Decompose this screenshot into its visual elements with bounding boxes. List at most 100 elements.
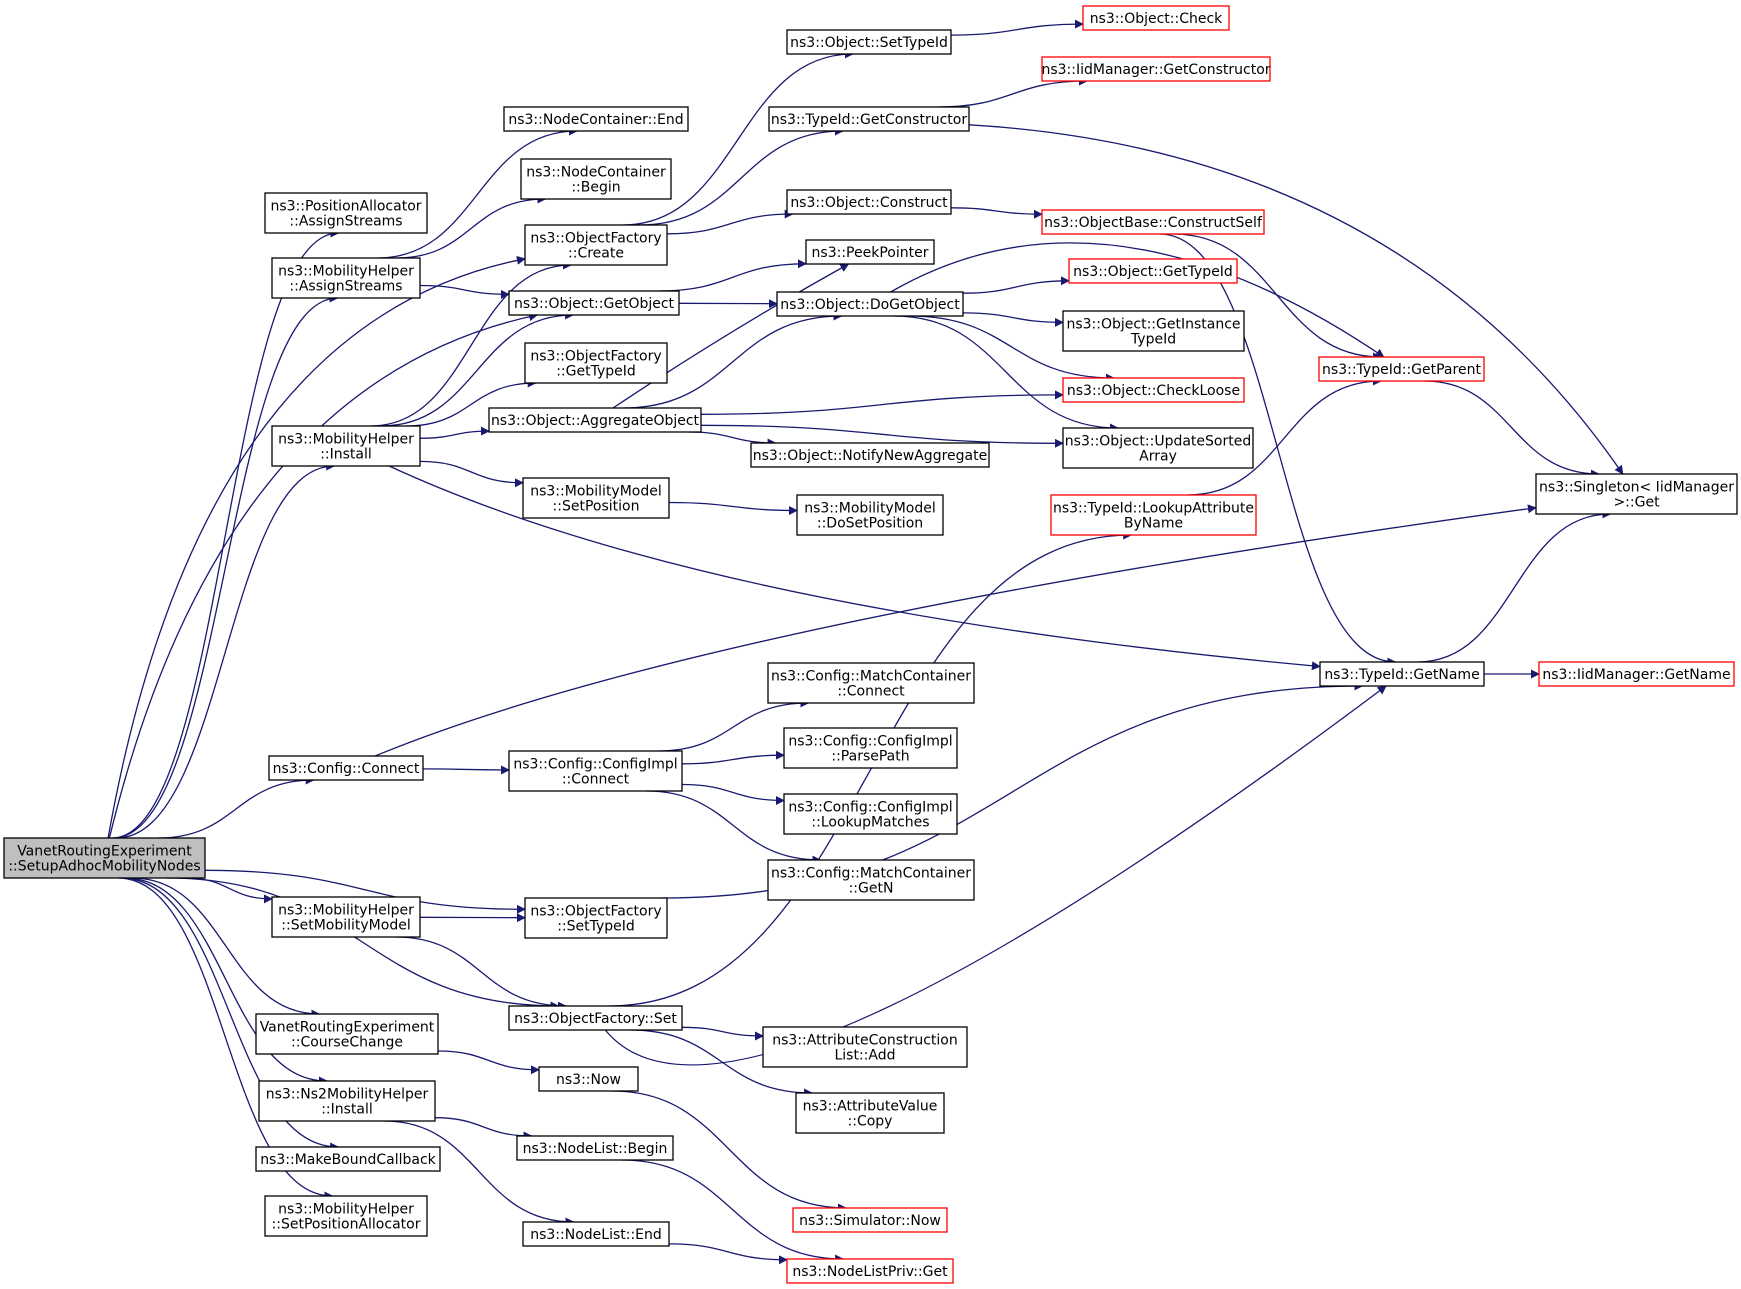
node-label: ns3::Object::CheckLoose xyxy=(1067,383,1240,399)
node-box xyxy=(522,477,670,519)
node-tid_getctor[interactable]: ns3::TypeId::GetConstructor xyxy=(768,106,970,132)
node-label: ns3::Config::Connect xyxy=(273,761,420,777)
node-av_copy[interactable]: ns3::AttributeValue::Copy xyxy=(795,1092,945,1134)
node-root[interactable]: VanetRoutingExperiment::SetupAdhocMobili… xyxy=(3,837,206,879)
node-posalloc_assign[interactable]: ns3::PositionAllocator::AssignStreams xyxy=(264,192,428,234)
node-obj_getobject[interactable]: ns3::Object::GetObject xyxy=(508,290,680,316)
node-now[interactable]: ns3::Now xyxy=(538,1066,639,1092)
node-mh_assign[interactable]: ns3::MobilityHelper::AssignStreams xyxy=(271,257,421,299)
node-label: ns3::PositionAllocator xyxy=(270,199,421,215)
node-nc_end[interactable]: ns3::NodeContainer::End xyxy=(503,106,689,132)
node-obj_settypeid[interactable]: ns3::Object::SetTypeId xyxy=(786,29,952,55)
edge-of_set-to-av_copy xyxy=(630,1029,814,1098)
node-iid_getctor[interactable]: ns3::IidManager::GetConstructor xyxy=(1041,56,1271,82)
node-box xyxy=(271,425,421,467)
node-label: ns3::ObjectFactory::Set xyxy=(514,1011,677,1027)
node-label: ns3::NodeContainer xyxy=(526,165,666,181)
node-label: ns3::MobilityHelper xyxy=(278,903,414,919)
node-obj_checkloose[interactable]: ns3::Object::CheckLoose xyxy=(1062,377,1245,403)
node-cfgimpl_lookup[interactable]: ns3::Config::ConfigImpl::LookupMatches xyxy=(783,793,958,835)
node-obj_construct[interactable]: ns3::Object::Construct xyxy=(786,189,952,215)
node-mc_connect[interactable]: ns3::Config::MatchContainer::Connect xyxy=(767,662,975,704)
edge-mm_setpos-to-mm_dosetpos xyxy=(668,501,798,515)
node-box xyxy=(255,1013,439,1055)
edge-obj_aggregate-to-obj_updsorted xyxy=(700,424,1064,448)
node-label: ::AssignStreams xyxy=(289,214,402,230)
node-obj_gettypeid[interactable]: ns3::Object::GetTypeId xyxy=(1068,258,1238,284)
node-label: ::SetTypeId xyxy=(557,919,635,935)
node-cfgimpl_parse[interactable]: ns3::Config::ConfigImpl::ParsePath xyxy=(783,727,958,769)
node-nl_end[interactable]: ns3::NodeList::End xyxy=(522,1221,670,1247)
node-label: ns3::Object::NotifyNewAggregate xyxy=(753,448,987,464)
node-of_set[interactable]: ns3::ObjectFactory::Set xyxy=(508,1005,683,1031)
node-label: ns3::IidManager::GetName xyxy=(1542,667,1730,683)
node-peekpointer[interactable]: ns3::PeekPointer xyxy=(805,239,935,265)
node-mh_setpos[interactable]: ns3::MobilityHelper::SetPositionAllocato… xyxy=(264,1195,428,1237)
node-box xyxy=(264,1195,428,1237)
node-tid_getparent[interactable]: ns3::TypeId::GetParent xyxy=(1318,356,1485,382)
node-of_create[interactable]: ns3::ObjectFactory::Create xyxy=(524,224,668,266)
node-mc_getn[interactable]: ns3::Config::MatchContainer::GetN xyxy=(767,859,975,901)
node-label: ::Begin xyxy=(571,180,620,196)
node-mh_install[interactable]: ns3::MobilityHelper::Install xyxy=(271,425,421,467)
node-box xyxy=(258,1080,436,1122)
node-mm_setpos[interactable]: ns3::MobilityModel::SetPosition xyxy=(522,477,670,519)
node-box xyxy=(767,662,975,704)
node-box xyxy=(1041,56,1271,82)
node-label: ns3::NodeListPriv::Get xyxy=(792,1264,948,1280)
node-label: ns3::Now xyxy=(556,1072,621,1088)
node-obj_notify[interactable]: ns3::Object::NotifyNewAggregate xyxy=(750,442,990,468)
node-make_bound[interactable]: ns3::MakeBoundCallback xyxy=(255,1146,441,1172)
edge-now-to-sim_now xyxy=(612,1090,847,1213)
node-obj_aggregate[interactable]: ns3::Object::AggregateObject xyxy=(488,407,702,433)
edge-mh_install-to-of_gettypeid xyxy=(406,378,537,427)
node-box xyxy=(1535,473,1738,515)
edge-of_create-to-obj_settypeid xyxy=(622,49,854,226)
node-sim_now[interactable]: ns3::Simulator::Now xyxy=(792,1207,948,1233)
edge-cfg_connect-to-cfgimpl_connect xyxy=(422,765,510,775)
edge-root-to-make_bound xyxy=(120,877,340,1152)
node-label: ns3::MobilityHelper xyxy=(278,1202,414,1218)
edge-mh_assign-to-obj_getobject xyxy=(419,284,510,299)
node-box xyxy=(786,1258,954,1284)
node-of_settypeid[interactable]: ns3::ObjectFactory::SetTypeId xyxy=(524,897,668,939)
node-box xyxy=(786,29,952,55)
node-obj_check[interactable]: ns3::Object::Check xyxy=(1082,5,1230,31)
node-label: List::Add xyxy=(834,1048,895,1064)
node-mm_dosetpos[interactable]: ns3::MobilityModel::DoSetPosition xyxy=(796,494,944,536)
node-ns2_install[interactable]: ns3::Ns2MobilityHelper::Install xyxy=(258,1080,436,1122)
node-box xyxy=(783,727,958,769)
node-box xyxy=(271,257,421,299)
node-box xyxy=(520,158,672,200)
node-nlpriv_get[interactable]: ns3::NodeListPriv::Get xyxy=(786,1258,954,1284)
node-of_gettypeid[interactable]: ns3::ObjectFactory::GetTypeId xyxy=(524,342,668,384)
edge-vre_course-to-now xyxy=(437,1050,540,1075)
node-box xyxy=(538,1066,639,1092)
node-label: VanetRoutingExperiment xyxy=(17,844,192,860)
node-nl_begin[interactable]: ns3::NodeList::Begin xyxy=(516,1135,674,1161)
node-box xyxy=(1041,209,1265,235)
node-tid_getname[interactable]: ns3::TypeId::GetName xyxy=(1319,661,1485,687)
node-label: ns3::Object::GetTypeId xyxy=(1073,264,1233,280)
edge-root-to-ns2_install xyxy=(124,877,328,1086)
node-box xyxy=(1538,661,1735,687)
node-cfgimpl_connect[interactable]: ns3::Config::ConfigImpl::Connect xyxy=(508,750,683,792)
edge-tid_getctor-to-singleton_get xyxy=(968,124,1624,475)
node-cfg_connect[interactable]: ns3::Config::Connect xyxy=(268,755,424,781)
node-label: ::Create xyxy=(568,246,624,262)
node-box xyxy=(796,494,944,536)
node-label: ::ParsePath xyxy=(831,749,909,765)
node-mh_setmob[interactable]: ns3::MobilityHelper::SetMobilityModel xyxy=(271,896,421,938)
node-iid_getname[interactable]: ns3::IidManager::GetName xyxy=(1538,661,1735,687)
node-obj_dogetobject[interactable]: ns3::Object::DoGetObject xyxy=(776,291,964,317)
node-nc_begin[interactable]: ns3::NodeContainer::Begin xyxy=(520,158,672,200)
node-vre_course[interactable]: VanetRoutingExperiment::CourseChange xyxy=(255,1013,439,1055)
edge-cfgimpl_connect-to-cfgimpl_lookup xyxy=(681,783,785,805)
node-singleton_get[interactable]: ns3::Singleton< IidManager >::Get xyxy=(1535,473,1738,515)
node-ob_constructself[interactable]: ns3::ObjectBase::ConstructSelf xyxy=(1041,209,1265,235)
node-label: ns3::MobilityHelper xyxy=(278,264,414,280)
